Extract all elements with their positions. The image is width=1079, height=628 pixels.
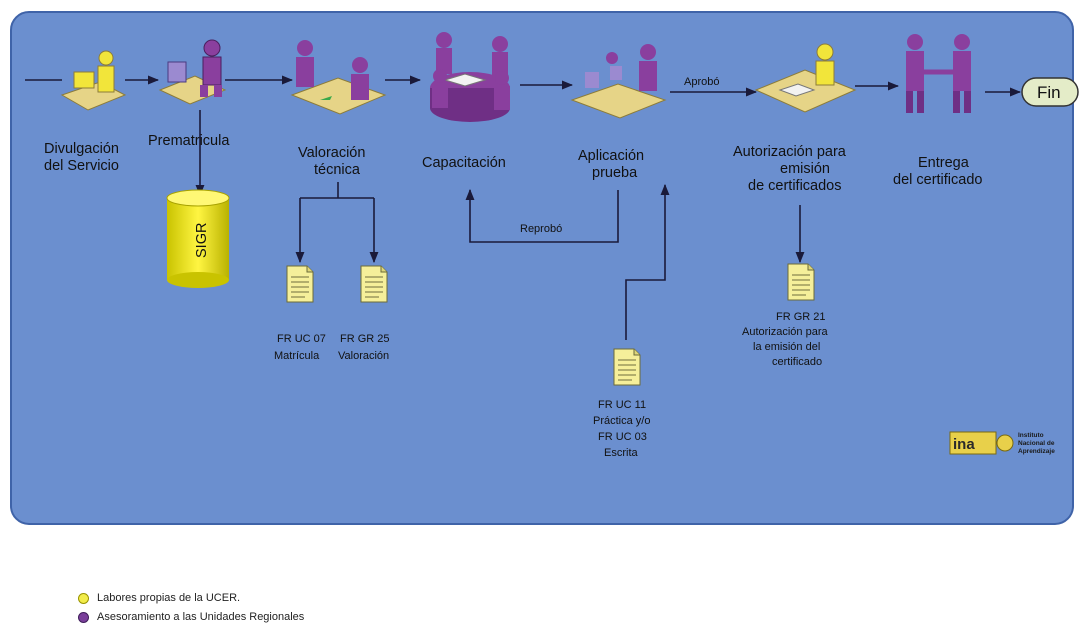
- capacitacion-illustration: [430, 32, 510, 122]
- step-label-autorizacion-2: emisión: [780, 161, 830, 177]
- branch-connectors: [195, 110, 805, 340]
- step-label-aplicacion-2: prueba: [592, 165, 638, 181]
- end-label: Fin: [1037, 83, 1061, 102]
- sigr-label: SIGR: [194, 223, 210, 258]
- ina-logo-mark: ina: [953, 436, 975, 453]
- aplicacion-illustration: [570, 44, 667, 119]
- divulgacion-illustration: [60, 50, 127, 111]
- step-label-divulgacion-2: del Servicio: [44, 158, 119, 174]
- main-flow-connectors: [25, 75, 1022, 97]
- doc-label-fr-uc-11-4: Escrita: [604, 447, 639, 459]
- doc-label-fr-gr-21-2: Autorización para: [742, 326, 828, 338]
- ina-logo: ina Instituto Nacional de Aprendizaje: [949, 431, 1055, 455]
- step-label-entrega-2: del certificado: [893, 172, 982, 188]
- doc-label-fr-uc-11-2: Práctica y/o: [593, 415, 650, 427]
- legend-item-ucer: Labores propias de la UCER.: [78, 592, 240, 604]
- document-icon-fr-gr-25: [360, 265, 388, 303]
- entrega-illustration: [906, 34, 971, 113]
- doc-label-fr-uc-11-3: FR UC 03: [598, 431, 647, 443]
- doc-label-fr-uc-07-1: FR UC 07: [277, 333, 326, 345]
- step-label-valoracion-1: Valoración: [298, 145, 365, 161]
- yellow-circle-icon: [78, 592, 89, 604]
- step-label-autorizacion-3: de certificados: [748, 178, 842, 194]
- purple-circle-icon: [78, 611, 89, 623]
- step-label-prematricula: Prematricula: [148, 133, 230, 149]
- ina-logo-line-1: Instituto: [1018, 432, 1044, 439]
- step-label-capacitacion: Capacitación: [422, 155, 506, 171]
- doc-label-fr-gr-25-2: Valoración: [338, 350, 389, 362]
- ina-logo-line-2: Nacional de: [1018, 440, 1055, 447]
- step-label-divulgacion-1: Divulgación: [44, 141, 119, 157]
- edge-label-failed: Reprobó: [520, 223, 562, 235]
- legend-item-regionales: Asesoramiento a las Unidades Regionales: [78, 611, 304, 623]
- legend-label-regionales: Asesoramiento a las Unidades Regionales: [97, 611, 305, 623]
- step-label-autorizacion-1: Autorización para: [733, 144, 847, 160]
- diagram-panel: [10, 11, 1074, 525]
- document-icon-fr-gr-21: [787, 263, 815, 301]
- doc-label-fr-uc-11-1: FR UC 11: [598, 399, 646, 411]
- autorizacion-illustration: [754, 43, 857, 113]
- valoracion-illustration: [290, 40, 387, 115]
- edge-label-approved: Aprobó: [684, 76, 719, 88]
- end-terminator: [1021, 77, 1079, 107]
- legend-label-ucer: Labores propias de la UCER.: [97, 592, 241, 604]
- step-label-valoracion-2: técnica: [314, 162, 361, 178]
- step-label-aplicacion-1: Aplicación: [578, 148, 644, 164]
- doc-label-fr-gr-21-1: FR GR 21: [776, 311, 826, 323]
- document-icon-fr-uc-11: [613, 348, 641, 386]
- doc-label-fr-gr-25-1: FR GR 25: [340, 333, 390, 345]
- doc-label-fr-gr-21-3: la emisión del: [753, 341, 820, 353]
- sigr-database-icon: [166, 189, 230, 288]
- doc-label-fr-gr-21-4: certificado: [772, 356, 822, 368]
- doc-label-fr-uc-07-2: Matrícula: [274, 350, 320, 362]
- prematricula-illustration: [158, 39, 227, 105]
- document-icon-fr-uc-07: [286, 265, 314, 303]
- step-label-entrega-1: Entrega: [918, 155, 970, 171]
- ina-logo-line-3: Aprendizaje: [1018, 448, 1055, 455]
